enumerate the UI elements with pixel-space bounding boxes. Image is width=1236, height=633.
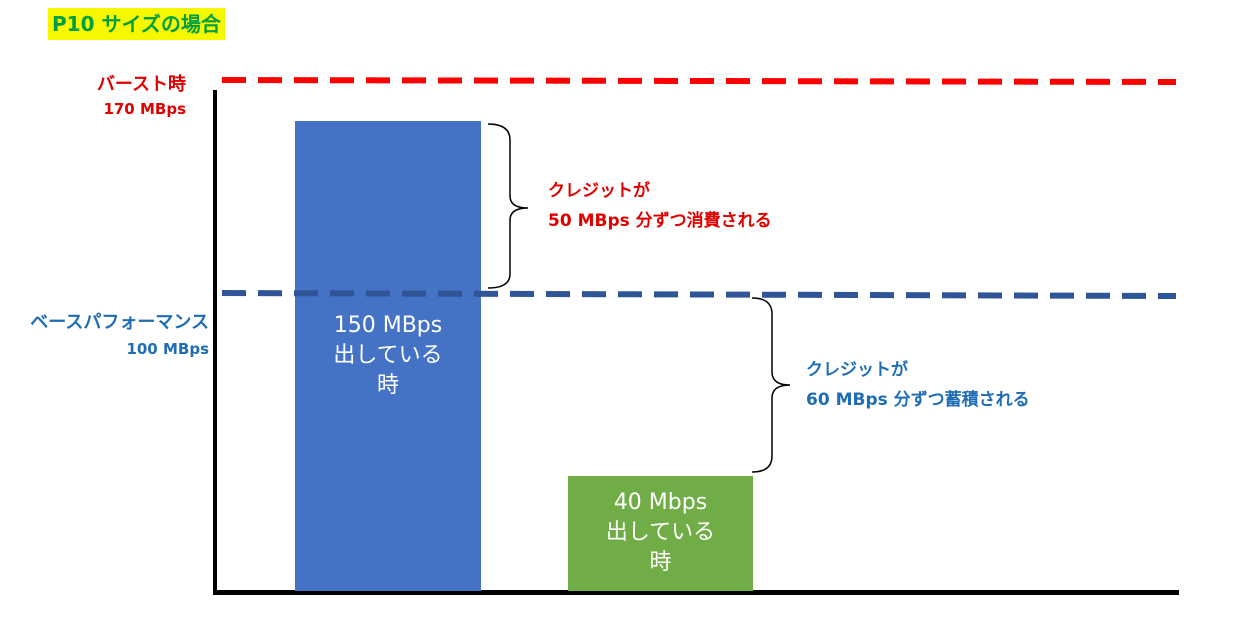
bar-40mbps-line2: 出している xyxy=(605,520,716,545)
bar-150mbps-label: 150 MBps 出している 時 xyxy=(295,311,481,401)
burst-label: バースト時 170 MBps xyxy=(60,70,186,118)
accumulate-note-line2: 60 MBps 分ずつ蓄積される xyxy=(806,390,1030,410)
bar-40mbps-label: 40 Mbps 出している 時 xyxy=(568,488,753,578)
accumulate-note-line1: クレジットが xyxy=(806,360,908,380)
y-axis xyxy=(213,90,217,595)
baseline-label-text: ベースパフォーマンス xyxy=(30,312,209,333)
bar-150mbps: 150 MBps 出している 時 xyxy=(295,121,481,591)
baseline-value: 100 MBps xyxy=(126,340,209,358)
bar-40mbps-line1: 40 Mbps xyxy=(613,490,708,515)
consume-brace xyxy=(487,123,529,289)
bar-40mbps-line3: 時 xyxy=(649,550,672,575)
page-title: P10 サイズの場合 xyxy=(48,8,225,40)
x-axis xyxy=(215,590,1179,595)
baseline-dashed-line xyxy=(221,290,1177,299)
consume-note-line1: クレジットが xyxy=(548,181,650,201)
consume-note-line2: 50 MBps 分ずつ消費される xyxy=(548,211,772,231)
bar-150mbps-line1: 150 MBps xyxy=(333,313,443,338)
bar-150mbps-line2: 出している xyxy=(333,343,443,368)
burst-label-text: バースト時 xyxy=(96,74,186,95)
bar-150mbps-line3: 時 xyxy=(376,373,399,398)
bar-40mbps: 40 Mbps 出している 時 xyxy=(568,476,753,591)
consume-note: クレジットが 50 MBps 分ずつ消費される xyxy=(548,176,772,236)
accumulate-brace xyxy=(751,297,791,473)
burst-dashed-line xyxy=(221,77,1177,85)
accumulate-note: クレジットが 60 MBps 分ずつ蓄積される xyxy=(806,355,1030,415)
burst-value: 170 MBps xyxy=(103,100,186,118)
baseline-label: ベースパフォーマンス 100 MBps xyxy=(0,308,209,358)
